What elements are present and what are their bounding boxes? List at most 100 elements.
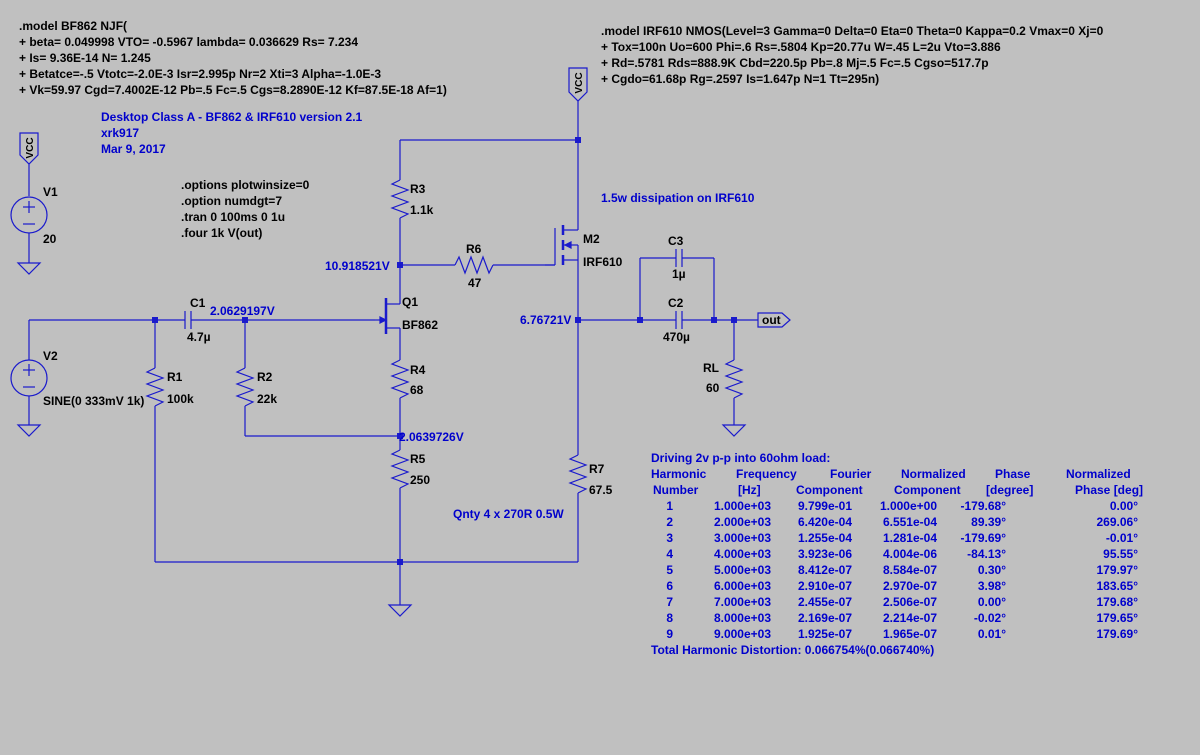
model-line: + beta= 0.049998 VTO= -0.5967 lambda= 0.… [19, 35, 359, 49]
out-label: out [762, 313, 781, 327]
fourier-cell: 89.39° [971, 515, 1006, 529]
fourier-cell: 1.255e-04 [797, 531, 852, 545]
node-voltage-gate-q1: 2.0629197V [210, 304, 275, 318]
fourier-cell: 7 [666, 595, 673, 609]
fourier-cell: 3.000e+03 [713, 531, 771, 545]
fourier-cell: 1.000e+00 [879, 499, 937, 513]
r2-name: R2 [257, 370, 273, 384]
vcc-flag-v1 [19, 132, 39, 196]
fourier-cell: 2.455e-07 [797, 595, 852, 609]
fourier-cell: 4.000e+03 [713, 547, 771, 561]
node-voltage-drain-q1: 10.918521V [325, 259, 390, 273]
model-line: + Cgdo=61.68p Rg=.2597 Is=1.647p N=1 Tt=… [601, 72, 880, 86]
out-port-flag [757, 312, 791, 328]
r4-resistor [390, 359, 410, 399]
rl-value: 60 [706, 381, 720, 395]
r2-value: 22k [257, 392, 278, 406]
q1-value: BF862 [402, 318, 439, 332]
junction-dots [152, 137, 737, 565]
vcc-label-m2: VCC [574, 72, 585, 93]
v2-source-symbol [10, 320, 48, 437]
fourier-cell: 179.69° [1096, 627, 1138, 641]
fourier-cell: 2.000e+03 [713, 515, 771, 529]
fourier-cell: 9 [666, 627, 673, 641]
fourier-cell: 1.000e+03 [713, 499, 771, 513]
fourier-cell: 0.00° [977, 595, 1006, 609]
r2-resistor [235, 367, 255, 407]
fourier-header-cell: Fourier [830, 467, 872, 481]
r3-resistor [390, 179, 410, 219]
r5-value: 250 [410, 473, 431, 487]
spice-directive: .option numdgt=7 [181, 194, 282, 208]
fourier-header-cell: [Hz] [738, 483, 761, 497]
model-line: + Rd=.5781 Rds=888.9K Cbd=220.5p Pb=.8 M… [601, 56, 989, 70]
fourier-header-cell: Phase [deg] [1075, 483, 1144, 497]
node-voltage-output: 6.76721V [520, 313, 572, 327]
r6-name: R6 [466, 242, 482, 256]
c2-symbol [675, 311, 683, 329]
fourier-cell: 269.06° [1096, 515, 1138, 529]
v1-value: 20 [43, 232, 57, 246]
fourier-cell: 2.506e-07 [882, 595, 937, 609]
vcc-label-v1: VCC [25, 137, 36, 158]
fourier-cell: -0.02° [973, 611, 1006, 625]
dissipation-note: 1.5w dissipation on IRF610 [601, 191, 755, 205]
fourier-cell: 3.98° [977, 579, 1006, 593]
r1-name: R1 [167, 370, 183, 384]
fourier-cell: 2.169e-07 [797, 611, 852, 625]
r7-resistor [568, 454, 588, 494]
fourier-cell: -0.01° [1105, 531, 1138, 545]
fourier-cell: 0.01° [977, 627, 1006, 641]
fourier-header-cell: [degree] [986, 483, 1034, 497]
spice-directive: .options plotwinsize=0 [181, 178, 310, 192]
fourier-header-cell: Frequency [736, 467, 797, 481]
v1-name: V1 [43, 185, 58, 199]
total-harmonic-distortion: Total Harmonic Distortion: 0.066754%(0.0… [651, 643, 935, 657]
fourier-cell: 5 [666, 563, 673, 577]
schematic-title: Desktop Class A - BF862 & IRF610 version… [101, 110, 363, 124]
fourier-cell: 1.281e-04 [882, 531, 937, 545]
schematic-author: xrk917 [101, 126, 140, 140]
fourier-cell: 5.000e+03 [713, 563, 771, 577]
fourier-cell: 3.923e-06 [797, 547, 852, 561]
r6-value: 47 [468, 276, 482, 290]
rl-name: RL [703, 361, 719, 375]
r7-name: R7 [589, 462, 605, 476]
fourier-cell: 179.97° [1096, 563, 1138, 577]
fourier-header-cell: Component [796, 483, 863, 497]
fourier-cell: 1.965e-07 [882, 627, 937, 641]
fourier-cell: 6.551e-04 [882, 515, 937, 529]
fourier-cell: 8.412e-07 [797, 563, 852, 577]
fourier-cell: 8 [666, 611, 673, 625]
fourier-cell: 2.970e-07 [882, 579, 937, 593]
fourier-cell: 2 [666, 515, 673, 529]
fourier-header-cell: Number [653, 483, 699, 497]
r7-value: 67.5 [589, 483, 613, 497]
v2-value: SINE(0 333mV 1k) [43, 394, 145, 408]
fourier-heading: Driving 2v p-p into 60ohm load: [651, 451, 831, 465]
r4-name: R4 [410, 363, 426, 377]
fourier-cell: 0.00° [1109, 499, 1138, 513]
model-line: + Vk=59.97 Cgd=7.4002E-12 Pb=.5 Fc=.5 Cg… [19, 83, 447, 97]
model-line: .model BF862 NJF( [19, 19, 128, 33]
fourier-cell: 179.65° [1096, 611, 1138, 625]
r3-name: R3 [410, 182, 426, 196]
vcc-flag-m2 [568, 67, 588, 205]
ground-symbol [387, 604, 413, 617]
fourier-cell: 2.214e-07 [882, 611, 937, 625]
fourier-cell: 1.925e-07 [797, 627, 852, 641]
r5-name: R5 [410, 452, 426, 466]
fourier-cell: 179.68° [1096, 595, 1138, 609]
fourier-cell: 4.004e-06 [882, 547, 937, 561]
fourier-cell: 183.65° [1096, 579, 1138, 593]
m2-mosfet-symbol [545, 205, 579, 320]
c1-name: C1 [190, 296, 206, 310]
fourier-header-cell: Normalized [901, 467, 966, 481]
r4-value: 68 [410, 383, 424, 397]
m2-value: IRF610 [583, 255, 623, 269]
c3-name: C3 [668, 234, 684, 248]
model-line: + Is= 9.36E-14 N= 1.245 [19, 51, 151, 65]
fourier-header-cell: Component [894, 483, 961, 497]
c1-value: 4.7µ [187, 330, 211, 344]
fourier-cell: -84.13° [967, 547, 1006, 561]
